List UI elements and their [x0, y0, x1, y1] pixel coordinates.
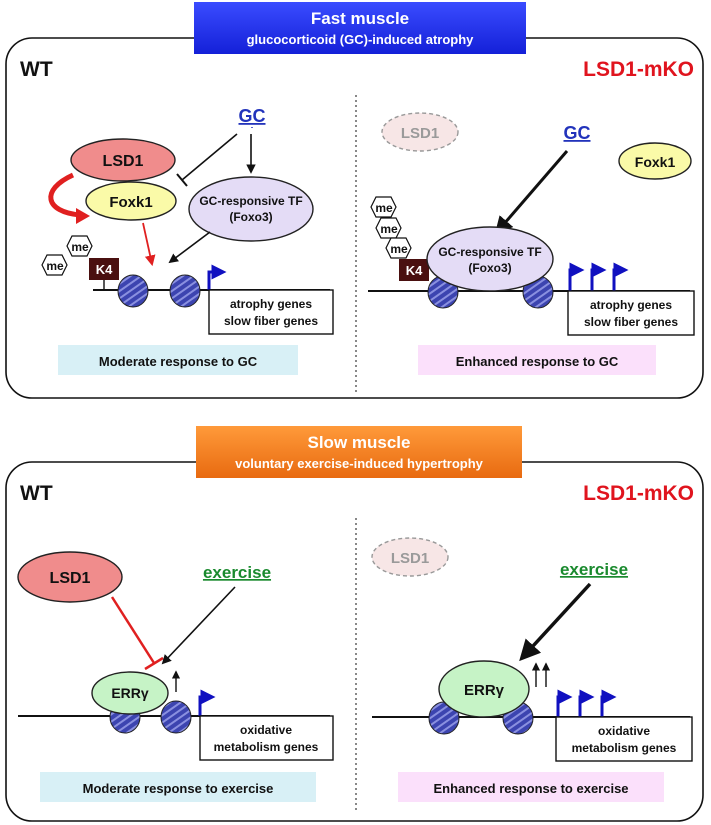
svg-text:ERRγ: ERRγ [111, 685, 149, 701]
bottom-ko-lsd1-faded: LSD1 [371, 537, 449, 577]
svg-text:metabolism genes: metabolism genes [572, 741, 677, 755]
svg-text:me: me [46, 259, 64, 273]
svg-text:me: me [71, 240, 89, 254]
bottom-wt-response: Moderate response to exercise [40, 772, 316, 802]
bottom-wt-lsd1: LSD1 [17, 551, 123, 603]
top-wt-me-2: me [66, 235, 93, 257]
svg-text:LSD1: LSD1 [401, 125, 439, 142]
top-ko-promoter-1 [568, 262, 585, 291]
bottom-wt-exercise: exercise [203, 563, 271, 582]
top-ko-promoter-2 [590, 262, 607, 291]
top-banner: Fast muscle glucocorticoid (GC)-induced … [194, 2, 526, 54]
bottom-wt-inhibit-bar [144, 656, 164, 671]
svg-text:LSD1: LSD1 [103, 153, 144, 170]
bottom-wt-err: ERRγ [91, 671, 169, 715]
svg-text:Foxk1: Foxk1 [109, 194, 152, 211]
top-ko-gc: GC [564, 123, 591, 143]
top-banner-title: Fast muscle [311, 9, 409, 28]
top-ko-me-1: me [370, 196, 397, 218]
svg-text:me: me [380, 222, 398, 236]
top-ko-me-2: me [375, 217, 402, 239]
svg-text:GC-responsive TF: GC-responsive TF [199, 194, 302, 208]
bottom-ko-promoter-3 [600, 689, 617, 717]
bottom-wt-section: WT LSD1 exercise ERRγ oxidative metaboli… [17, 482, 334, 802]
svg-text:(Foxo3): (Foxo3) [468, 261, 511, 275]
top-wt-genes-box: atrophy genes slow fiber genes [208, 289, 334, 335]
bottom-wt-inhibit-line [110, 596, 156, 664]
top-wt-tf-arrow [168, 231, 211, 264]
svg-text:atrophy genes: atrophy genes [590, 298, 672, 312]
bottom-banner: Slow muscle voluntary exercise-induced h… [196, 426, 522, 478]
bottom-wt-promoter [198, 689, 216, 716]
svg-text:LSD1: LSD1 [50, 570, 91, 587]
bottom-ko-genes-box: oxidative metabolism genes [555, 716, 693, 762]
top-wt-promoter [207, 264, 227, 290]
svg-text:LSD1: LSD1 [391, 550, 429, 567]
top-ko-tf: GC-responsive TF (Foxo3) [426, 226, 554, 292]
svg-text:Moderate response to exercise: Moderate response to exercise [83, 781, 274, 796]
top-wt-section: WT LSD1 Foxk1 GC GC-responsive TF (Foxo3… [20, 58, 334, 375]
top-ko-response: Enhanced response to GC [418, 345, 656, 375]
svg-text:metabolism genes: metabolism genes [214, 740, 319, 754]
top-ko-me-3: me [385, 237, 412, 259]
bottom-banner-title: Slow muscle [308, 433, 411, 452]
bottom-wt-label: WT [20, 482, 53, 505]
top-wt-inhibit-bar [176, 173, 188, 187]
svg-text:Enhanced response to exercise: Enhanced response to exercise [433, 781, 628, 796]
top-ko-promoter-3 [612, 262, 629, 291]
top-ko-lsd1-faded: LSD1 [381, 112, 459, 152]
top-wt-foxk1: Foxk1 [85, 181, 177, 221]
svg-text:atrophy genes: atrophy genes [230, 297, 312, 311]
top-ko-foxk1: Foxk1 [618, 142, 692, 180]
top-wt-gc: GC [239, 106, 266, 126]
bottom-wt-exercise-arrow [161, 586, 236, 665]
bottom-banner-subtitle: voluntary exercise-induced hypertrophy [235, 456, 484, 471]
top-wt-nucleosome-1 [117, 274, 149, 308]
top-banner-subtitle: glucocorticoid (GC)-induced atrophy [247, 32, 475, 47]
bottom-wt-nucleosome-2 [160, 700, 192, 734]
top-ko-gc-arrow [494, 150, 569, 235]
top-wt-curved-arrow [48, 172, 81, 218]
svg-text:(Foxo3): (Foxo3) [229, 210, 272, 224]
top-wt-response: Moderate response to GC [58, 345, 298, 375]
bottom-ko-exercise-arrow [519, 582, 592, 662]
top-wt-k4-label: K4 [96, 262, 113, 277]
top-ko-k4-label: K4 [406, 263, 423, 278]
top-wt-me-1: me [41, 254, 68, 276]
bottom-ko-exercise: exercise [560, 560, 628, 579]
bottom-ko-err: ERRγ [438, 660, 530, 718]
svg-text:GC-responsive TF: GC-responsive TF [438, 245, 541, 259]
top-ko-section: LSD1-mKO LSD1 Foxk1 GC me me me K4 [368, 58, 695, 375]
top-wt-lsd1: LSD1 [70, 138, 176, 182]
svg-text:oxidative: oxidative [598, 724, 650, 738]
svg-text:Enhanced response to GC: Enhanced response to GC [456, 354, 619, 369]
bottom-wt-genes-box: oxidative metabolism genes [199, 715, 334, 761]
top-wt-gc-inhibit-line [181, 133, 238, 181]
bottom-ko-promoter-2 [578, 689, 595, 717]
svg-text:slow fiber genes: slow fiber genes [224, 314, 318, 328]
svg-text:slow fiber genes: slow fiber genes [584, 315, 678, 329]
bottom-ko-section: LSD1-mKO LSD1 exercise ERRγ oxidative me… [371, 482, 694, 802]
top-wt-red-arrow [142, 222, 156, 267]
top-wt-k4 [89, 258, 119, 280]
svg-text:Foxk1: Foxk1 [635, 154, 676, 170]
bottom-ko-promoter-1 [556, 689, 573, 717]
svg-text:me: me [390, 242, 408, 256]
bottom-ko-response: Enhanced response to exercise [398, 772, 664, 802]
top-ko-label: LSD1-mKO [583, 58, 694, 81]
top-wt-label: WT [20, 58, 53, 81]
top-wt-curved-arrowhead [76, 208, 90, 224]
svg-text:Moderate response to GC: Moderate response to GC [99, 354, 258, 369]
top-ko-k4 [399, 259, 429, 281]
bottom-panel-frame [5, 461, 704, 822]
svg-text:ERRγ: ERRγ [464, 682, 505, 699]
top-wt-tf: GC-responsive TF (Foxo3) [188, 176, 314, 242]
bottom-ko-label: LSD1-mKO [583, 482, 694, 505]
svg-text:me: me [375, 201, 393, 215]
svg-text:oxidative: oxidative [240, 723, 292, 737]
top-wt-nucleosome-2 [169, 274, 201, 308]
top-ko-genes-box: atrophy genes slow fiber genes [567, 290, 695, 336]
